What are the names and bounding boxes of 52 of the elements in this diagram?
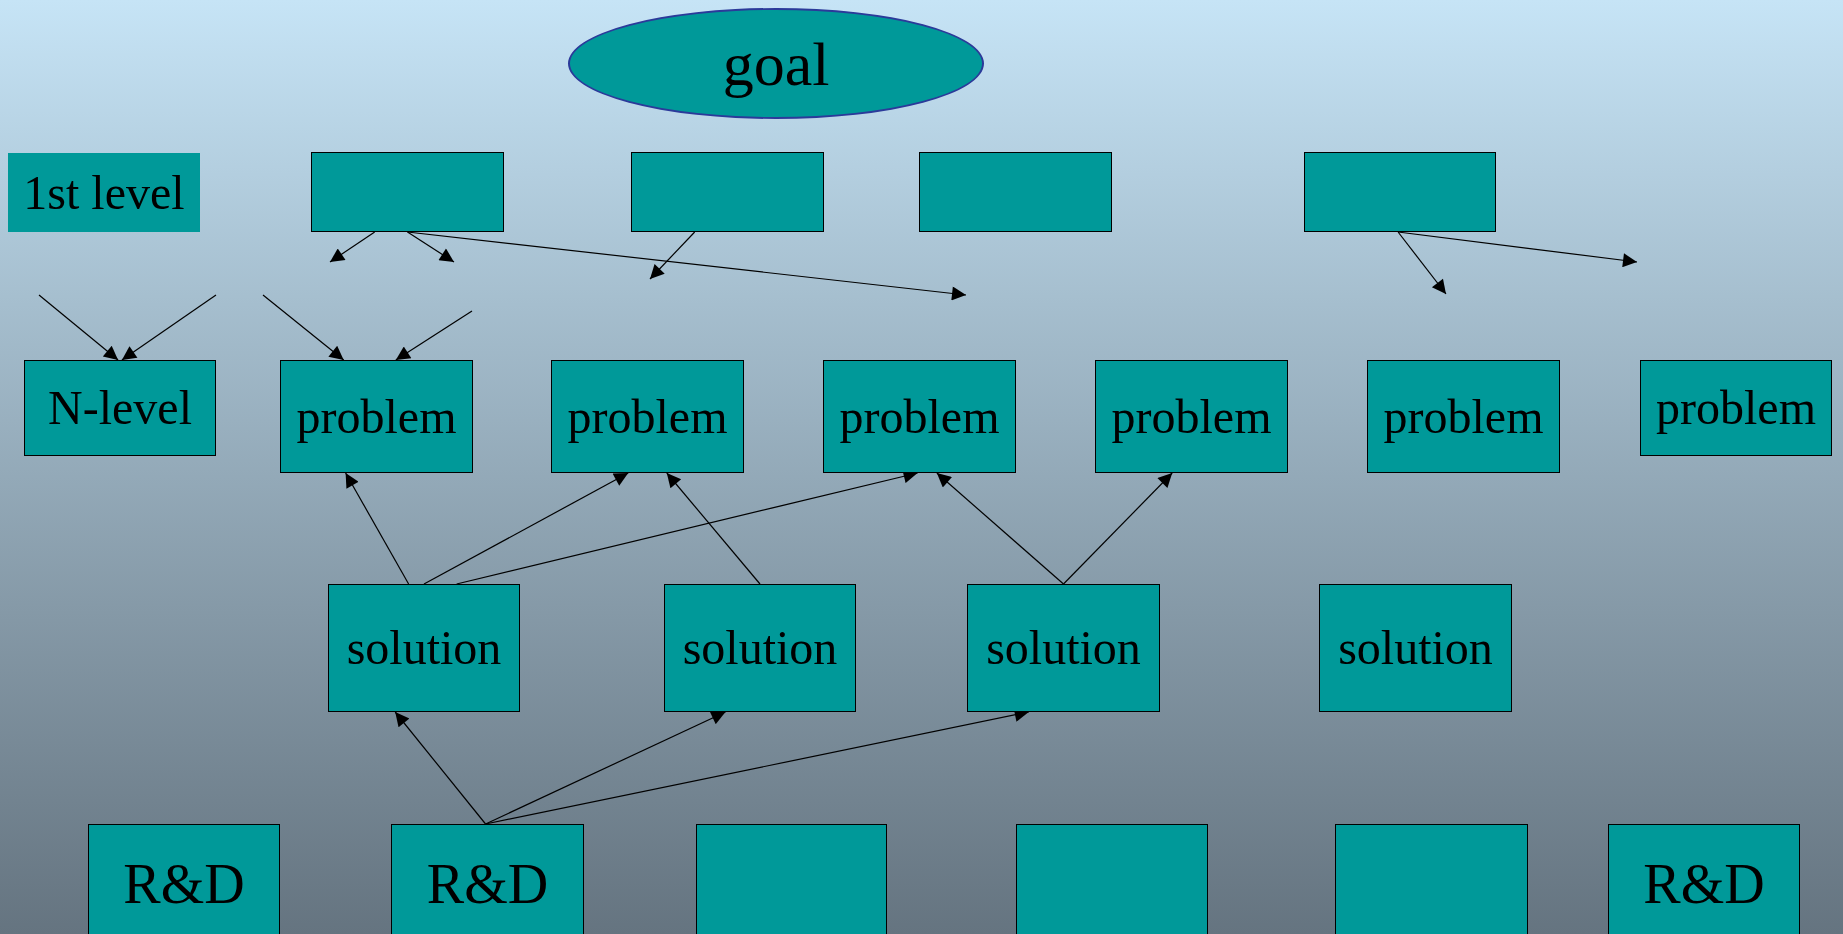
- process-box: [1367, 360, 1560, 473]
- arrow: [121, 294, 217, 361]
- process-box: [280, 360, 473, 473]
- node-label: 1st level: [23, 168, 185, 217]
- node-label: solution: [346, 624, 502, 672]
- node-label: problem: [839, 392, 1000, 441]
- arrow: [394, 711, 487, 825]
- process-box: [1095, 360, 1288, 473]
- empty-box: [696, 824, 887, 934]
- node-label: solution: [1338, 624, 1493, 672]
- process-box: [551, 360, 744, 473]
- arrow: [406, 231, 455, 263]
- process-box: [823, 360, 1016, 473]
- arrow: [666, 472, 761, 585]
- arrow: [484, 711, 727, 825]
- arrow: [1397, 231, 1447, 295]
- process-box: [328, 584, 520, 712]
- node-label: R&D: [426, 856, 549, 912]
- process-box: [664, 584, 856, 712]
- empty-box: [1016, 824, 1208, 934]
- process-box: [8, 153, 200, 232]
- process-box: [967, 584, 1160, 712]
- process-box: [1608, 824, 1800, 934]
- arrow: [1062, 472, 1173, 585]
- process-box: [391, 824, 584, 934]
- node-label: problem: [1383, 392, 1544, 441]
- process-box: [24, 360, 216, 456]
- node-label: solution: [986, 624, 1141, 672]
- arrow: [936, 472, 1065, 585]
- empty-box: [919, 152, 1112, 232]
- process-box: [88, 824, 280, 934]
- node-label: problem: [1656, 384, 1816, 432]
- process-box: [1319, 584, 1512, 712]
- node-label: R&D: [123, 856, 245, 912]
- arrow: [395, 310, 473, 361]
- node-label: R&D: [1643, 856, 1765, 912]
- arrow: [423, 472, 629, 585]
- node-label: N-level: [48, 384, 192, 432]
- arrow: [262, 294, 345, 361]
- arrow: [345, 472, 410, 585]
- node-label: problem: [296, 392, 457, 441]
- process-box: [1640, 360, 1832, 456]
- node-label: solution: [682, 624, 838, 672]
- node-label: problem: [1111, 392, 1272, 441]
- arrow: [38, 294, 119, 361]
- empty-box: [1304, 152, 1496, 232]
- arrow: [649, 231, 696, 280]
- arrow: [329, 231, 376, 263]
- node-label: problem: [567, 392, 728, 441]
- empty-box: [1335, 824, 1528, 934]
- empty-box: [311, 152, 504, 232]
- empty-box: [631, 152, 824, 232]
